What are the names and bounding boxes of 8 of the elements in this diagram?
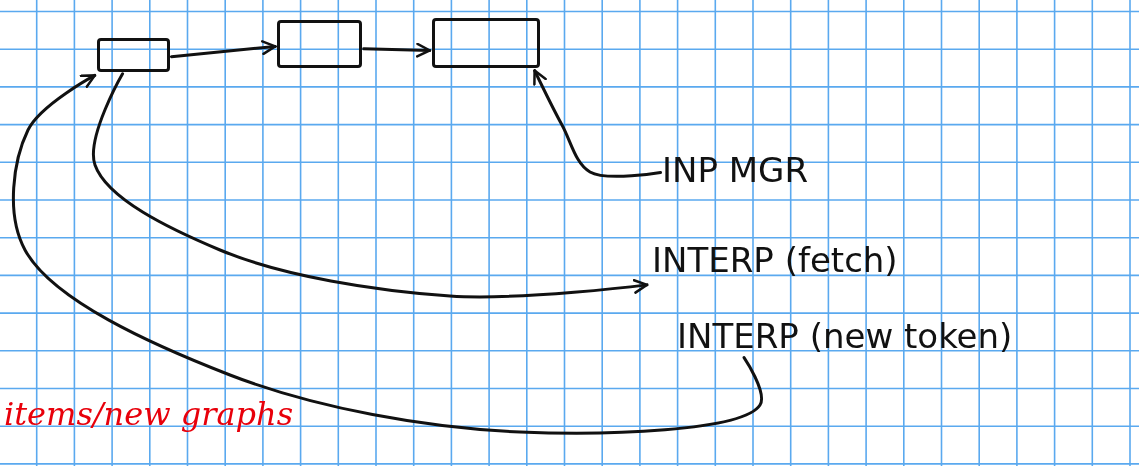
process-box [97, 38, 170, 72]
arrow [92, 72, 649, 299]
arrow [169, 40, 277, 59]
process-box [277, 20, 362, 68]
process-box [432, 18, 540, 68]
arrow [362, 42, 432, 58]
arrow [533, 69, 663, 178]
arrow [11, 73, 763, 435]
